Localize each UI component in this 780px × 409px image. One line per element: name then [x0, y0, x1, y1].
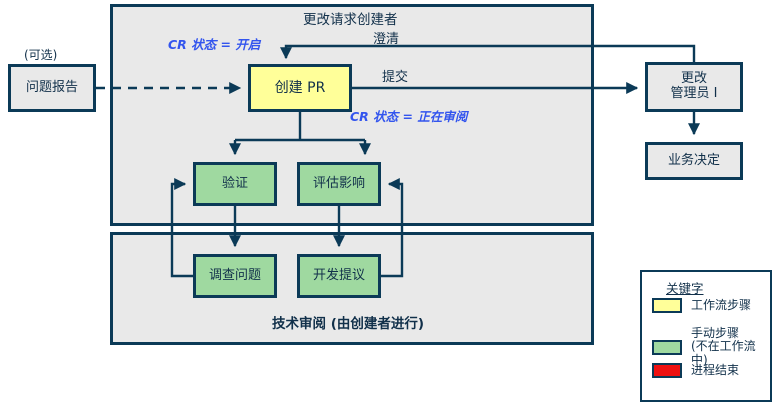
node-create-pr[interactable]: 创建 PR [248, 64, 352, 112]
status-label-cr-open: CR 状态 = 开启 [168, 37, 261, 52]
node-business-decision[interactable]: 业务决定 [645, 142, 743, 180]
legend-item-manual-step: 手动步骤 (不在工作流中) [652, 326, 770, 367]
legend-label-workflow-step: 工作流步骤 [691, 297, 752, 312]
edge-label-submit: 提交 [382, 70, 409, 85]
legend-label-manual-step: 手动步骤 (不在工作流中) [691, 326, 756, 367]
node-investigate-issue[interactable]: 调查问题 [193, 254, 277, 298]
node-develop-proposal[interactable]: 开发提议 [297, 254, 381, 298]
node-assess-impact[interactable]: 评估影响 [297, 162, 381, 206]
swimlane-title-creator: 更改请求创建者 [303, 12, 398, 28]
edge-investigate-back-to-validate [170, 178, 193, 278]
legend-swatch-process-end [652, 363, 682, 378]
legend-swatch-workflow-step [652, 298, 682, 313]
edge-clarification-to-create-pr [280, 44, 696, 62]
swimlane-title-technical-review: 技术审阅 (由创建者进行) [272, 316, 425, 332]
edge-label-clarification: 澄清 [373, 32, 400, 47]
legend-title: 关键字 [666, 281, 704, 296]
legend-item-workflow-step: 工作流步骤 [652, 298, 751, 313]
legend-item-process-end: 进程结束 [652, 363, 739, 378]
edge-develop-back-to-assess [381, 178, 404, 278]
legend-swatch-manual-step [652, 339, 682, 355]
status-label-cr-in-review: CR 状态 = 正在审阅 [350, 109, 468, 124]
node-validate[interactable]: 验证 [193, 162, 277, 206]
node-change-administrator[interactable]: 更改 管理员 I [645, 62, 743, 112]
node-problem-report[interactable]: 问题报告 [8, 64, 96, 112]
legend-label-process-end: 进程结束 [691, 362, 740, 377]
legend-box: 关键字 工作流步骤 手动步骤 (不在工作流中) 进程结束 [640, 270, 772, 402]
label-optional: (可选) [24, 48, 58, 62]
